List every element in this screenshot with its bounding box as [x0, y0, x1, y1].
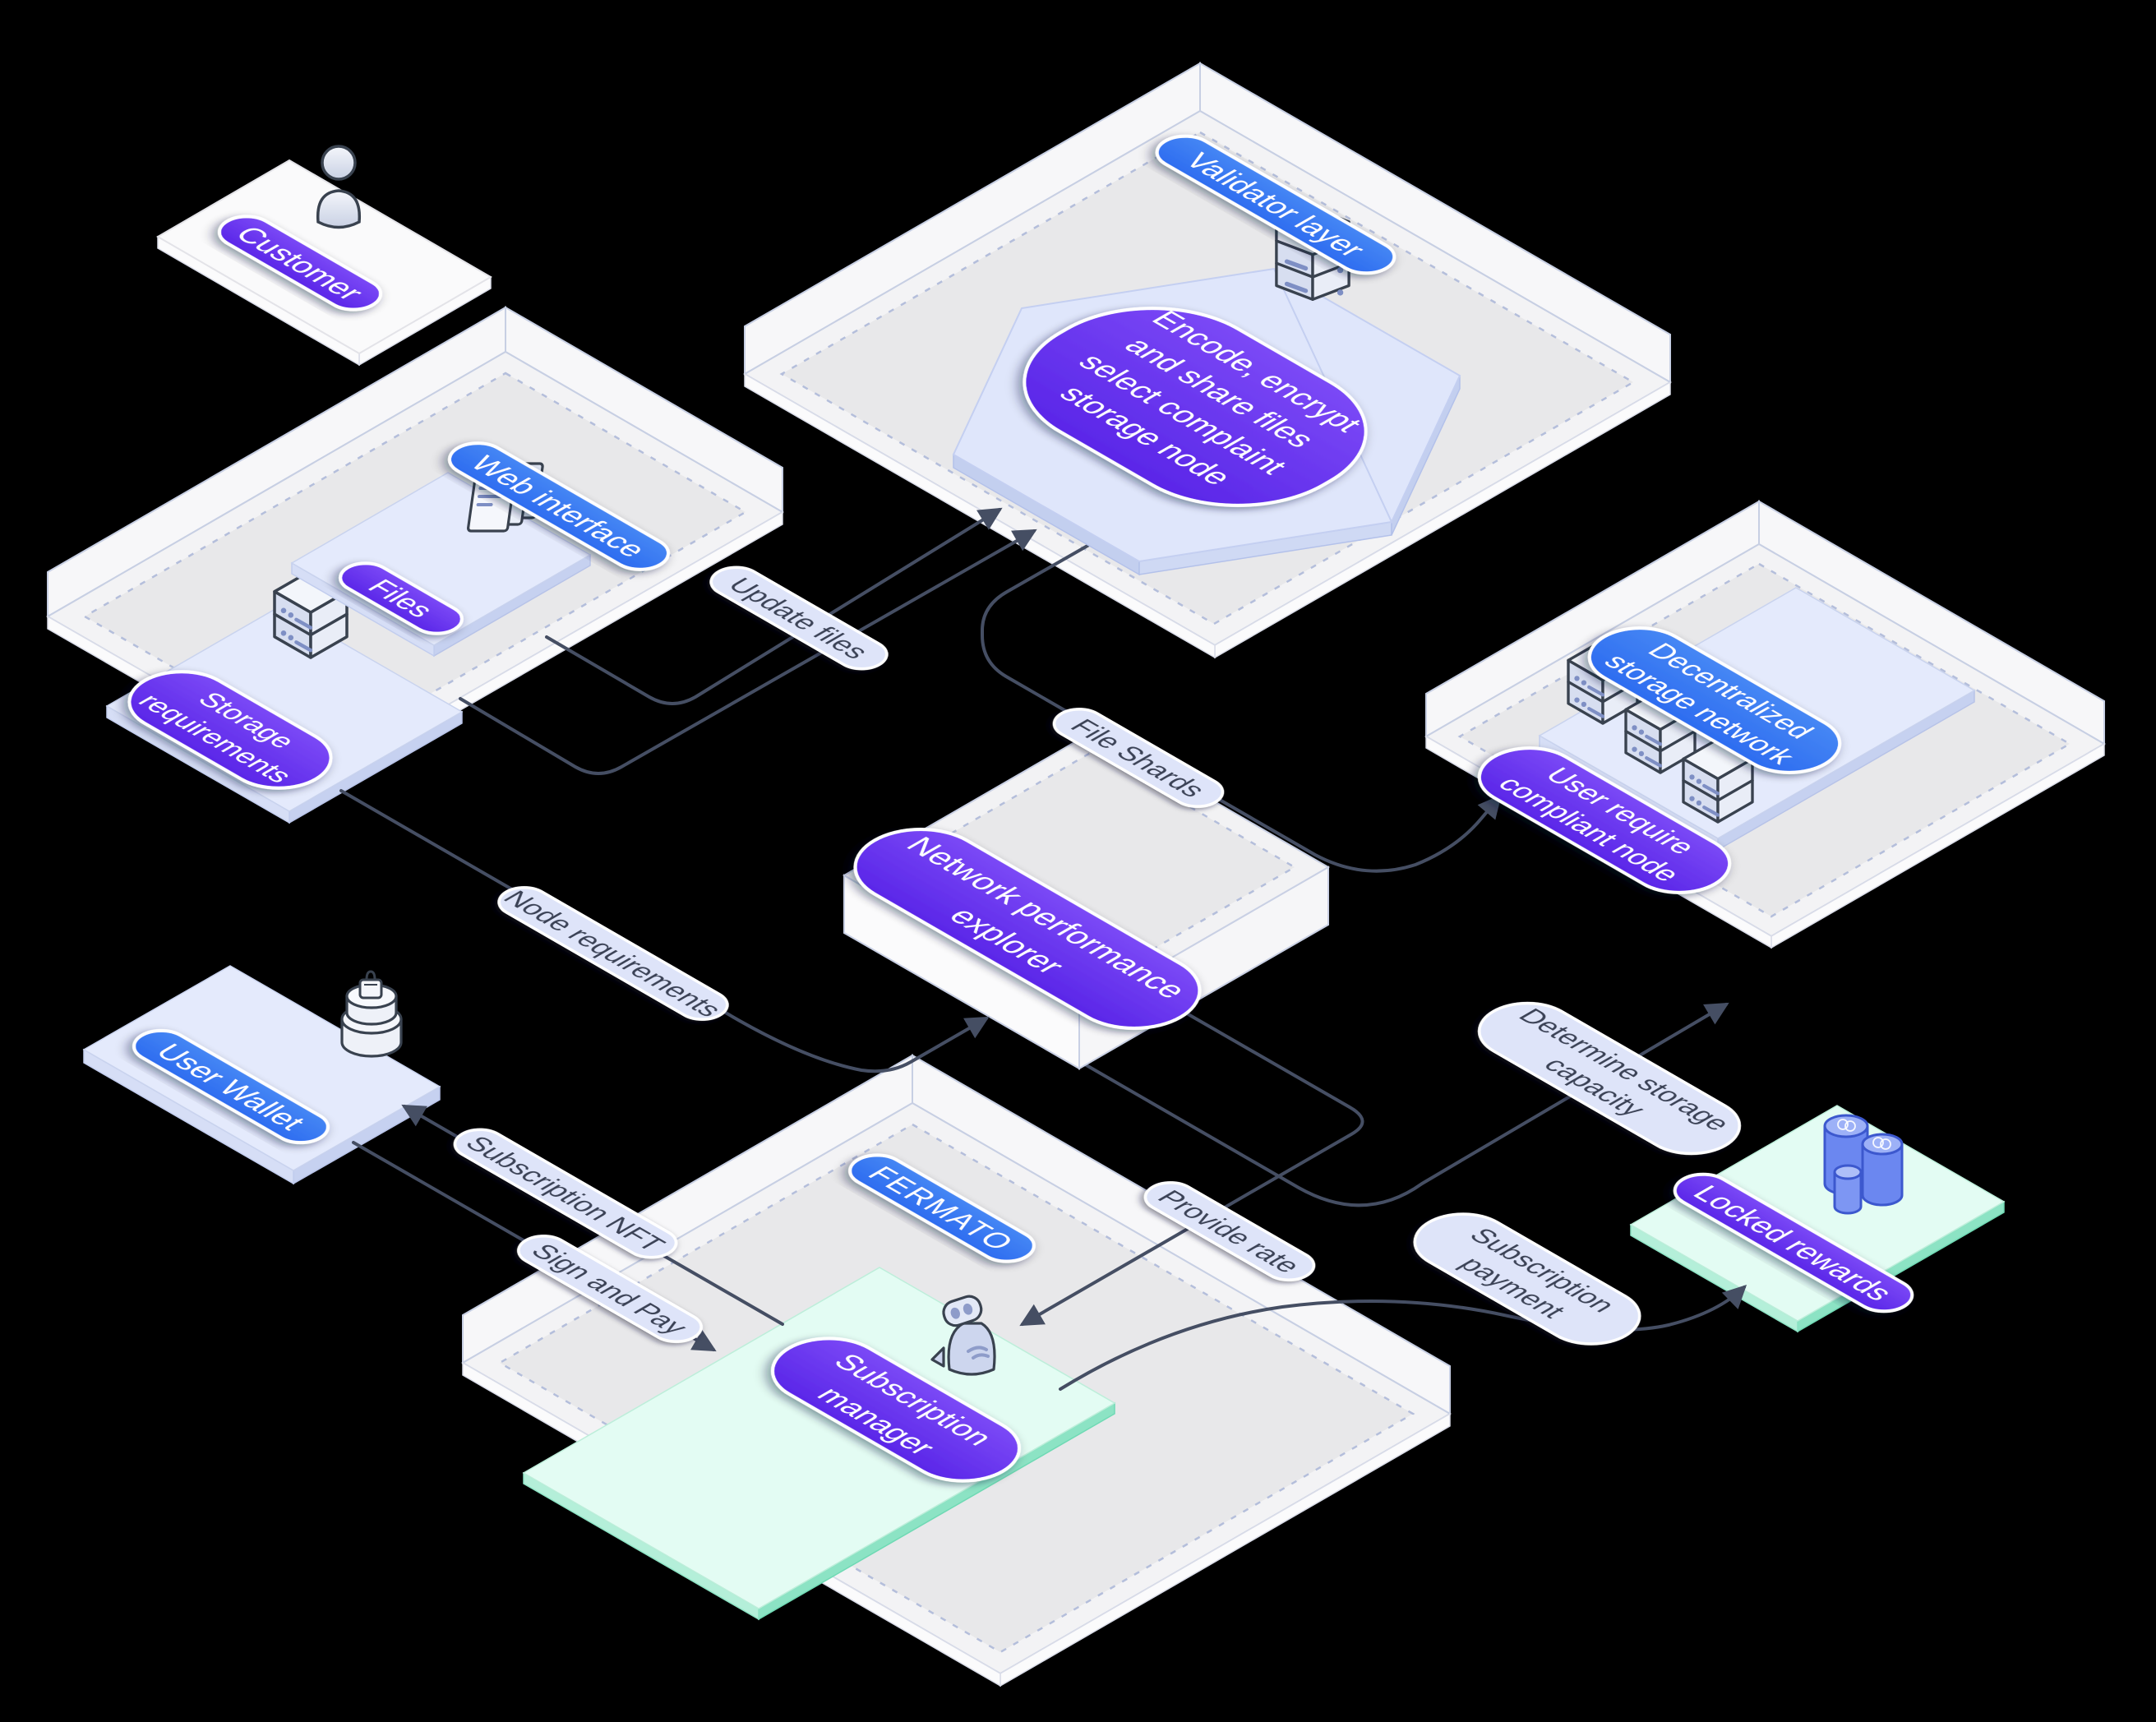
- person-icon: [316, 145, 362, 229]
- coins-icon: [340, 970, 403, 1058]
- edge-subscription-payment: [1059, 1285, 1747, 1391]
- edge-file-shards: [981, 541, 1502, 873]
- edge-provide-rate: [1019, 1005, 1364, 1327]
- edge-update-files: [545, 507, 1003, 705]
- robot-icon: [930, 1295, 996, 1376]
- blue-coins-icon: [1823, 1114, 1904, 1215]
- edge-determine-storage: [1083, 1002, 1729, 1207]
- storage-requirements-platform: [105, 570, 464, 824]
- edge-update-files-2: [459, 529, 1037, 775]
- edge-node-requirements: [339, 789, 990, 1073]
- encode-pill: Encode, encrypt and share files select c…: [975, 307, 1369, 534]
- wallet-glyph-icon: [358, 970, 383, 999]
- connectors-over: [339, 507, 1037, 1073]
